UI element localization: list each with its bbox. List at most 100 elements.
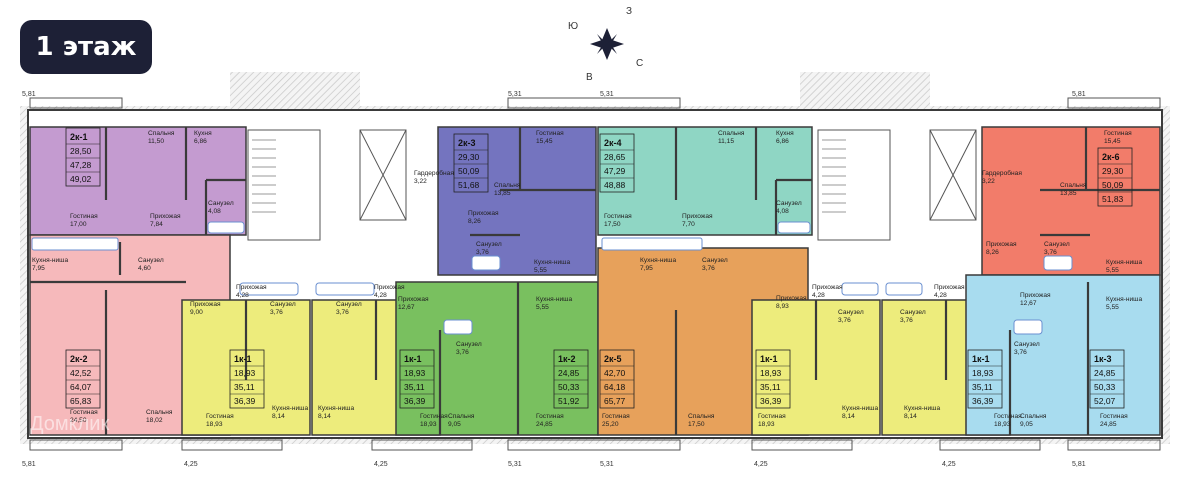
room-area: 3,22 [414,178,427,185]
room-name: Кухня-ниша [536,296,572,303]
apartment-area-value: 18,93 [760,368,782,378]
room-name: Санузел [776,200,802,207]
dim-label: 5,31 [600,461,614,468]
apartment-zone-2k3[interactable] [437,126,597,276]
apartment-area-value: 35,11 [972,382,993,392]
apartment-area-value: 35,11 [404,382,425,392]
apartment-card-frame [65,349,101,409]
compass-s-label: В [586,72,593,83]
apartment-area-value: 50,33 [558,382,580,392]
apartment-card-frame [599,133,635,193]
apartment-area-value: 29,30 [458,152,480,162]
room-area: 12,67 [1020,300,1037,307]
room-name: Спальня [494,182,521,189]
compass-icon: З В Ю С [568,6,643,83]
room-area: 8,14 [272,413,285,420]
apartment-area-value: 51,83 [1102,194,1124,204]
apartment-area-value: 50,09 [458,166,480,176]
room-area: 8,26 [986,249,999,256]
room-area: 13,85 [494,190,511,197]
room-area: 3,76 [456,349,469,356]
room-name: Кухня [194,130,212,137]
room-name: Спальня [688,413,715,420]
apartment-type-label: 1к-2 [558,354,576,364]
room-name: Спальня [146,409,173,416]
dim-label: 4,25 [942,461,956,468]
room-area: 17,00 [70,221,87,228]
room-area: 3,22 [982,178,995,185]
room-name: Прихожая [190,301,221,308]
room-name: Гостиная [1104,130,1132,137]
apartment-area-value: 50,09 [1102,180,1124,190]
room-name: Кухня-ниша [640,257,676,264]
room-name: Прихожая [398,296,429,303]
apartment-area-value: 24,85 [558,368,580,378]
room-name: Гардеробная [982,169,1022,177]
apartment-area-value: 47,29 [604,166,626,176]
room-name: Санузел [270,301,296,308]
room-name: Спальня [1020,413,1047,420]
room-name: Прихожая [812,284,843,291]
room-area: 5,55 [1106,304,1119,311]
room-name: Спальня [1060,182,1087,189]
apartment-area-value: 24,85 [1094,368,1116,378]
apartment-type-label: 2к-4 [604,138,622,148]
room-area: 18,93 [206,421,223,428]
bathroom-fixtures [31,221,1073,335]
apartment-type-label: 2к-5 [604,354,622,364]
room-name: Гостиная [206,413,234,420]
apartment-area-value: 51,68 [458,180,480,190]
apartment-area-value: 47,28 [70,160,92,170]
room-area: 6,86 [194,138,207,145]
room-area: 3,76 [702,265,715,272]
room-name: Санузел [208,200,234,207]
room-name: Санузел [476,241,502,248]
room-area: 13,85 [1060,190,1077,197]
apartment-type-label: 2к-6 [1102,152,1120,162]
room-area: 9,05 [448,421,461,428]
room-area: 3,76 [270,309,283,316]
room-area: 4,08 [776,208,789,215]
room-area: 24,85 [1100,421,1117,428]
room-area: 4,28 [812,292,825,299]
apartment-area-value: 42,52 [70,368,92,378]
room-area: 5,55 [534,267,547,274]
room-area: 4,08 [208,208,221,215]
stair-steps [252,139,846,213]
room-name: Гостиная [70,409,98,416]
room-area: 24,50 [70,417,87,424]
apartment-zone-2k6[interactable] [981,126,1161,276]
room-name: Прихожая [468,210,499,217]
room-area: 7,84 [150,221,163,228]
apartment-zone-1k2[interactable] [395,281,599,436]
apartment-card-frame [399,349,435,409]
room-name: Санузел [456,341,482,348]
room-area: 4,28 [236,292,249,299]
apartment-area-value: 50,33 [1094,382,1116,392]
room-name: Гостиная [602,413,630,420]
room-area: 12,67 [398,304,415,311]
room-name: Санузел [336,301,362,308]
room-area: 18,93 [420,421,437,428]
apartment-card-frame [65,127,101,187]
room-name: Кухня [776,130,794,137]
room-name: Прихожая [1020,292,1051,299]
watermark: Домклик [30,413,109,435]
apartment-area-value: 48,88 [604,180,626,190]
room-area: 3,76 [900,317,913,324]
room-area: 7,95 [32,265,45,272]
room-area: 18,93 [994,421,1011,428]
room-name: Санузел [702,257,728,264]
